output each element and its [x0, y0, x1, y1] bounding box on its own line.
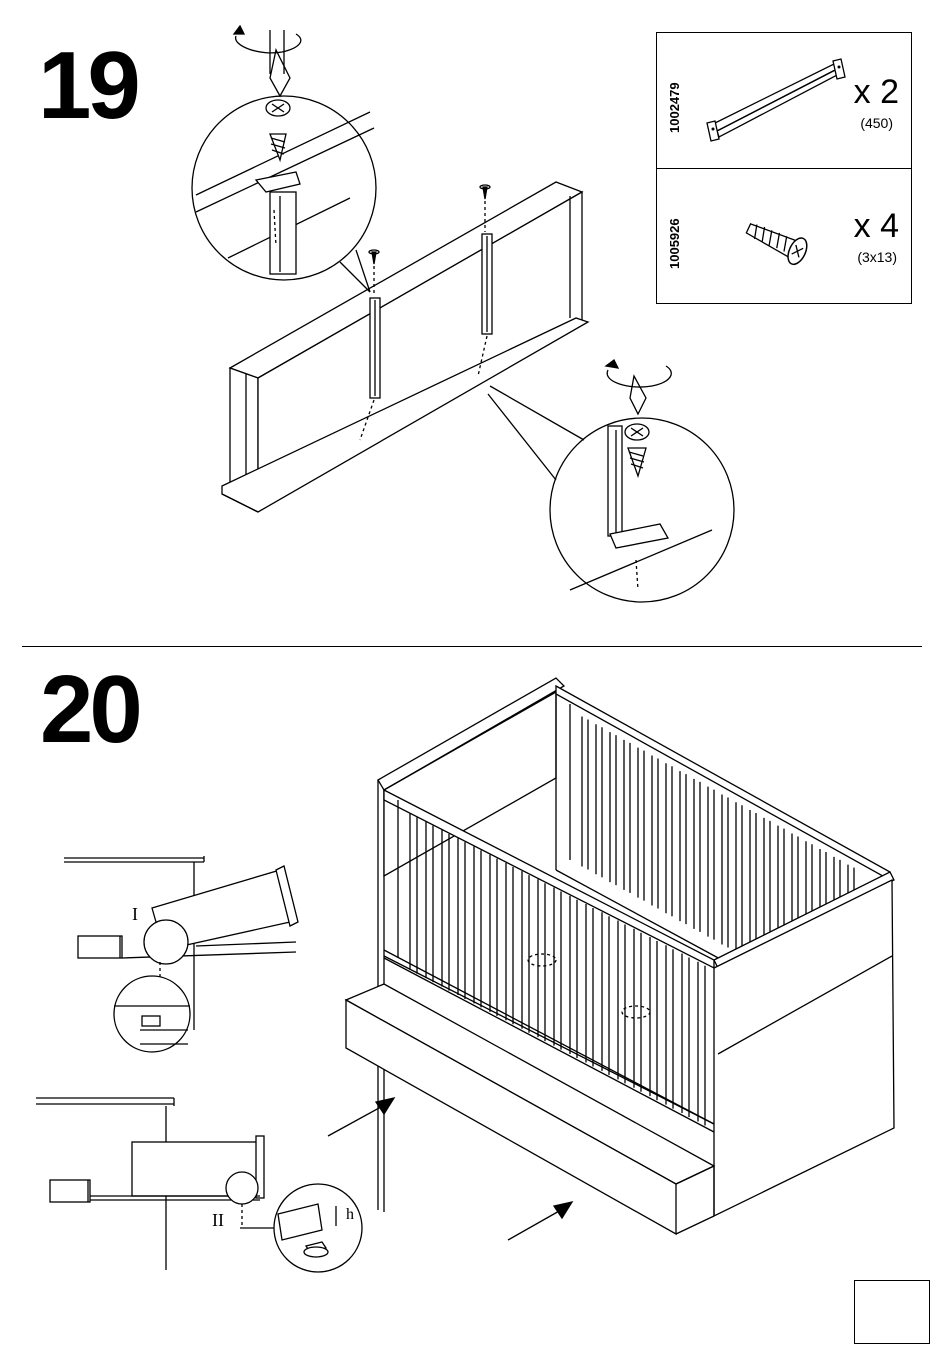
- detail-label-1: I: [132, 904, 138, 925]
- height-label: h: [346, 1206, 354, 1224]
- detail-label-2: II: [212, 1210, 224, 1231]
- page-number-box: [854, 1280, 930, 1344]
